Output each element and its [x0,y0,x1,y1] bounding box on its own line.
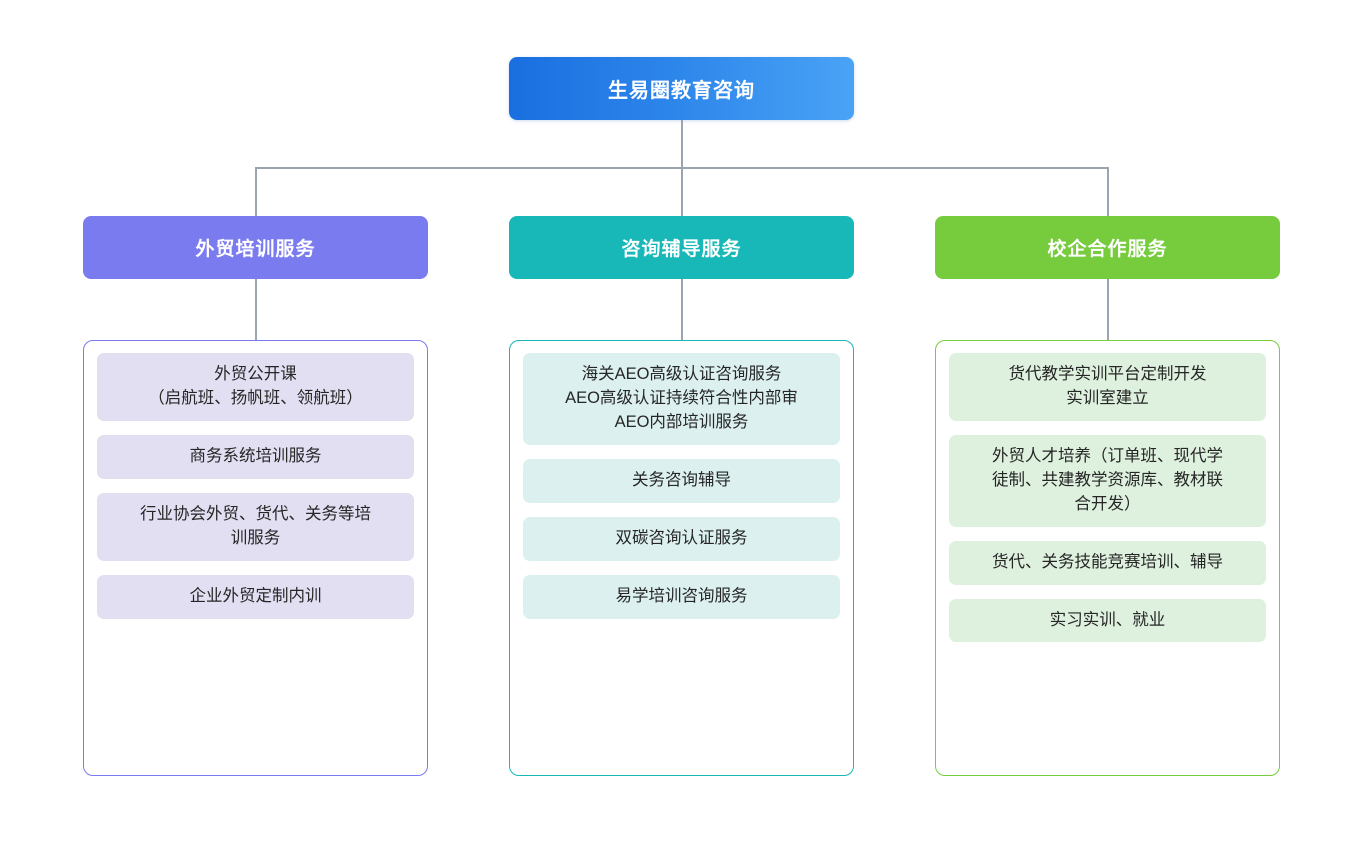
connector-root-down [681,120,683,168]
connector-header-to-group-3 [1107,279,1109,340]
service-item-line: 关务咨询辅导 [632,470,731,489]
service-item-card[interactable]: 外贸人才培养（订单班、现代学徒制、共建教学资源库、教材联合开发） [949,434,1266,527]
branch-header-title-training: 外贸培训服务 [195,239,316,260]
service-item-line: 双碳咨询认证服务 [615,528,748,547]
root-node-title: 生易圈教育咨询 [608,80,755,102]
service-item-card[interactable]: 关务咨询辅导 [523,458,840,503]
service-item-line: 训服务 [230,528,281,547]
branch-header-wrapper-training: 外贸培训服务 [83,216,428,279]
service-item-line: AEO高级认证持续符合性内部审 [565,388,798,407]
service-item-line: 外贸公开课 [214,365,297,383]
service-item-text: 实习实训、就业 [1050,609,1166,633]
service-item-card[interactable]: 商务系统培训服务 [97,434,414,479]
service-item-card[interactable]: 外贸公开课 （启航班、扬帆班、领航班） [97,353,414,421]
service-item-line: 企业外贸定制内训 [189,586,322,605]
service-item-line: （启航班、扬帆班、领航班） [148,388,363,407]
service-item-text: 海关AEO高级认证咨询服务 AEO高级认证持续符合性内部审 AEO内部培训服务 [565,363,798,435]
service-item-card[interactable]: 海关AEO高级认证咨询服务 AEO高级认证持续符合性内部审 AEO内部培训服务 [523,353,840,445]
root-node[interactable]: 生易圈教育咨询 [509,57,854,120]
branch-header-wrapper-consulting: 咨询辅导服务 [509,216,854,279]
branch-header-wrapper-cooperation: 校企合作服务 [935,216,1280,279]
service-item-line: 货代教学实训平台定制开发 [1008,365,1207,383]
service-item-line: 行业协会外贸、货代、关务等培 [140,504,371,523]
service-item-text: 外贸公开课 （启航班、扬帆班、领航班） [148,363,363,411]
branch-header-consulting[interactable]: 咨询辅导服务 [509,216,854,279]
service-item-text: 企业外贸定制内训 [190,585,322,609]
branch-group-consulting: 海关AEO高级认证咨询服务 AEO高级认证持续符合性内部审 AEO内部培训服务关务咨… [509,340,854,776]
service-item-text: 双碳咨询认证服务 [616,527,748,551]
service-item-line: 海关AEO高级认证咨询服务 [581,365,782,383]
service-item-card[interactable]: 实习实训、就业 [949,598,1266,643]
service-item-text: 外贸人才培养（订单班、现代学徒制、共建教学资源库、教材联合开发） [992,445,1223,517]
service-item-line: 实习实训、就业 [1049,610,1166,629]
service-item-card[interactable]: 易学培训咨询服务 [523,574,840,619]
branch-header-training[interactable]: 外贸培训服务 [83,216,428,279]
service-item-line: 易学培训咨询服务 [615,586,748,605]
connector-drop-branch-3 [1107,167,1109,216]
service-item-line: 徒制、共建教学资源库、教材联 [992,470,1223,489]
service-item-text: 关务咨询辅导 [632,469,731,493]
branch-group-training: 外贸公开课 （启航班、扬帆班、领航班） 商务系统培训服务行业协会外贸、货代、关务等培… [83,340,428,776]
service-item-text: 易学培训咨询服务 [616,585,748,609]
branch-group-cooperation: 货代教学实训平台定制开发实训室建立外贸人才培养（订单班、现代学徒制、共建教学资源… [935,340,1280,776]
branch-header-title-consulting: 咨询辅导服务 [621,239,742,260]
service-item-card[interactable]: 货代教学实训平台定制开发实训室建立 [949,353,1266,421]
service-item-text: 货代、关务技能竞赛培训、辅导 [992,551,1223,575]
connector-drop-branch-1 [255,167,257,216]
branch-header-cooperation[interactable]: 校企合作服务 [935,216,1280,279]
service-item-line: 合开发） [1074,494,1141,513]
service-item-card[interactable]: 货代、关务技能竞赛培训、辅导 [949,540,1266,585]
service-item-text: 商务系统培训服务 [190,445,322,469]
connector-header-to-group-1 [255,279,257,340]
service-item-card[interactable]: 双碳咨询认证服务 [523,516,840,561]
connector-header-to-group-2 [681,279,683,340]
service-item-line: 商务系统培训服务 [189,446,322,465]
service-item-line: AEO内部培训服务 [614,412,749,431]
service-item-text: 行业协会外贸、货代、关务等培训服务 [140,503,371,551]
connector-drop-branch-2 [681,167,683,216]
service-item-line: 货代、关务技能竞赛培训、辅导 [992,552,1223,571]
service-item-card[interactable]: 行业协会外贸、货代、关务等培训服务 [97,492,414,561]
service-item-card[interactable]: 企业外贸定制内训 [97,574,414,619]
branch-header-title-cooperation: 校企合作服务 [1047,239,1168,260]
service-item-text: 货代教学实训平台定制开发实训室建立 [1009,363,1207,411]
service-item-line: 实训室建立 [1066,388,1149,407]
service-item-line: 外贸人才培养（订单班、现代学 [992,446,1223,465]
